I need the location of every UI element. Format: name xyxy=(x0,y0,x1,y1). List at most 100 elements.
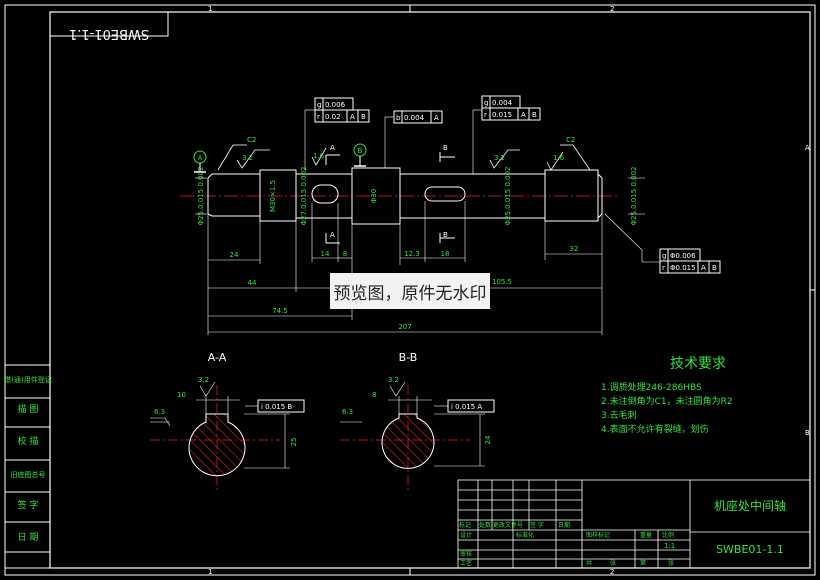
dim-8: 8 xyxy=(343,250,347,258)
fcf-1: g 0.006 r 0.02 A B xyxy=(304,97,370,170)
tb-cell-6: 设计 xyxy=(460,531,472,539)
dim-32: 32 xyxy=(570,245,579,253)
tech-req-item-4: 4.表面不允许有裂缝，划伤 xyxy=(601,423,709,435)
fcf-2: b 0.004 A xyxy=(384,110,443,168)
tb-cell-7: 标准化 xyxy=(516,531,534,539)
left-strip-cell-2: 描 图 xyxy=(18,403,39,415)
tb-cell-14: 张 xyxy=(610,559,616,567)
tb-cell-3: 更改文件号 xyxy=(493,521,523,529)
left-strip-cell-3: 校 描 xyxy=(18,435,39,447)
fcf-2-val: 0.004 xyxy=(404,114,425,122)
dim-14: 14 xyxy=(321,250,330,258)
section-view-aa: A-A i 0.015 B 10 3.2 6.3 xyxy=(150,351,305,490)
dim-105-5: 105.5 xyxy=(492,278,512,286)
fcf-3-r2-d1: A xyxy=(521,111,526,119)
tb-cell-5: 日期 xyxy=(558,521,570,529)
fcf-4-r1-sym: g xyxy=(662,252,666,260)
dia-left: Φ25.0.015 0.002 xyxy=(197,167,205,226)
datum-b-marker: B xyxy=(353,143,367,167)
view-aa-rough2: 6.3 xyxy=(154,408,165,416)
rough-1: 3.2 xyxy=(242,154,253,162)
tb-cell-12: 比例 xyxy=(662,531,674,539)
tech-req-item-2: 2.未注倒角为C1，未注圆角为R2 xyxy=(601,395,733,407)
keyway-b xyxy=(424,186,466,202)
fcf-4-r2-d2: B xyxy=(712,264,717,272)
dim-12-3: 12.3 xyxy=(404,250,420,258)
zone-label-bottom-1: 1 xyxy=(208,568,212,576)
section-a-bot: A xyxy=(330,231,335,239)
rough-4: 1.6 xyxy=(553,154,565,162)
section-view-bb: B-B i 0.015 A 8 3.2 6.3 24 xyxy=(340,351,495,490)
title-block xyxy=(457,479,811,569)
fcf-1-r2-sym: r xyxy=(317,113,320,121)
tech-requirements: 技术要求 1.调质处理246-286HBS 2.未注倒角为C1，未注圆角为R2 … xyxy=(601,356,733,435)
tb-cell-15: 第 xyxy=(640,559,646,567)
fcf-2-sym: b xyxy=(396,114,401,122)
shaft-outline xyxy=(207,167,603,225)
fcf-1-r1-sym: g xyxy=(317,101,321,109)
zone-label-bottom-2: 2 xyxy=(610,568,614,576)
chamfer-right: C2 xyxy=(566,136,575,144)
fcf-3-r2-d2: B xyxy=(532,111,537,119)
left-strip-cell-1: 借(通)用件登记 xyxy=(4,375,51,384)
dia-mid: Φ25.0.015 0.002 xyxy=(504,167,512,226)
zone-label-right-b: B xyxy=(805,429,810,437)
fcf-4-r2-val: Φ0.015 xyxy=(670,264,696,272)
tb-cell-16: 张 xyxy=(668,559,674,567)
tb-cell-11: 重量 xyxy=(640,531,652,539)
keyway-a xyxy=(311,184,339,204)
dia-thread: M30×1.5 xyxy=(269,180,277,212)
fcf-4: g Φ0.006 r Φ0.015 A B xyxy=(604,213,721,274)
tb-cell-2: 处数 xyxy=(479,521,491,529)
datum-b-label: B xyxy=(358,147,363,155)
dia-right: Φ25.0.015 0.002 xyxy=(630,167,638,226)
dim-18: 18 xyxy=(441,250,450,258)
dia-collar: Φ30 xyxy=(370,189,378,203)
view-bb-rough1: 3.2 xyxy=(388,376,399,384)
fcf-2-d1: A xyxy=(434,114,439,122)
view-bb-width: 8 xyxy=(372,391,376,399)
zone-label-right-a: A xyxy=(805,144,810,152)
drawing-no-box xyxy=(49,11,169,37)
view-bb-tol: i 0.015 A xyxy=(451,403,482,411)
section-b-top: B xyxy=(443,144,448,152)
fcf-4-r1-val: Φ0.006 xyxy=(670,252,696,260)
watermark-overlay: 预览图，原件无水印 xyxy=(330,273,490,309)
tech-req-item-3: 3.去毛刺 xyxy=(601,409,637,421)
dim-24: 24 xyxy=(230,251,239,259)
view-bb-depth: 24 xyxy=(484,435,492,444)
left-strip-cell-4: 旧底图总号 xyxy=(11,470,46,479)
fcf-1-r1-val: 0.006 xyxy=(325,101,346,109)
dim-207: 207 xyxy=(398,323,411,331)
section-b-bot: B xyxy=(443,231,448,239)
view-bb-title: B-B xyxy=(399,351,418,364)
tb-cell-1: 标记 xyxy=(459,521,471,529)
tb-part-name: 机座处中间轴 xyxy=(714,498,786,513)
shaft-view: Φ25.0.015 0.002 M30×1.5 Φ27.0.015 0.002 … xyxy=(180,167,645,226)
drawing-no-top: SWBE01-1.1 xyxy=(69,26,149,41)
dia-keyseat: Φ27.0.015 0.002 xyxy=(300,167,308,226)
tb-cell-8: 审核 xyxy=(460,550,472,558)
tb-cell-13: 共 xyxy=(586,559,592,567)
dim-44: 44 xyxy=(248,279,257,287)
rough-2: 1.6 xyxy=(313,152,325,160)
rough-3: 3.2 xyxy=(494,154,505,162)
tb-drawing-code: SWBE01-1.1 xyxy=(716,543,784,556)
fcf-3: g 0.004 r 0.015 A B xyxy=(472,95,541,174)
left-strip-cell-5: 签 字 xyxy=(18,499,39,511)
zone-label-top-2: 2 xyxy=(610,5,614,13)
view-aa-width: 10 xyxy=(177,391,186,399)
section-a-top: A xyxy=(330,144,335,152)
fcf-3-r1-val: 0.004 xyxy=(492,99,513,107)
tb-cell-9: 工艺 xyxy=(460,559,472,567)
fcf-3-r2-sym: r xyxy=(484,111,487,119)
dim-74-5: 74.5 xyxy=(272,307,288,315)
view-aa-rough1: 3.2 xyxy=(198,376,209,384)
fcf-4-r2-sym: r xyxy=(662,264,665,272)
tech-req-item-1: 1.调质处理246-286HBS xyxy=(601,381,702,393)
fcf-3-r2-val: 0.015 xyxy=(492,111,512,119)
fcf-1-r2-val: 0.02 xyxy=(325,113,341,121)
fcf-3-r1-sym: g xyxy=(484,99,488,107)
tb-cell-4: 签 字 xyxy=(530,521,544,529)
